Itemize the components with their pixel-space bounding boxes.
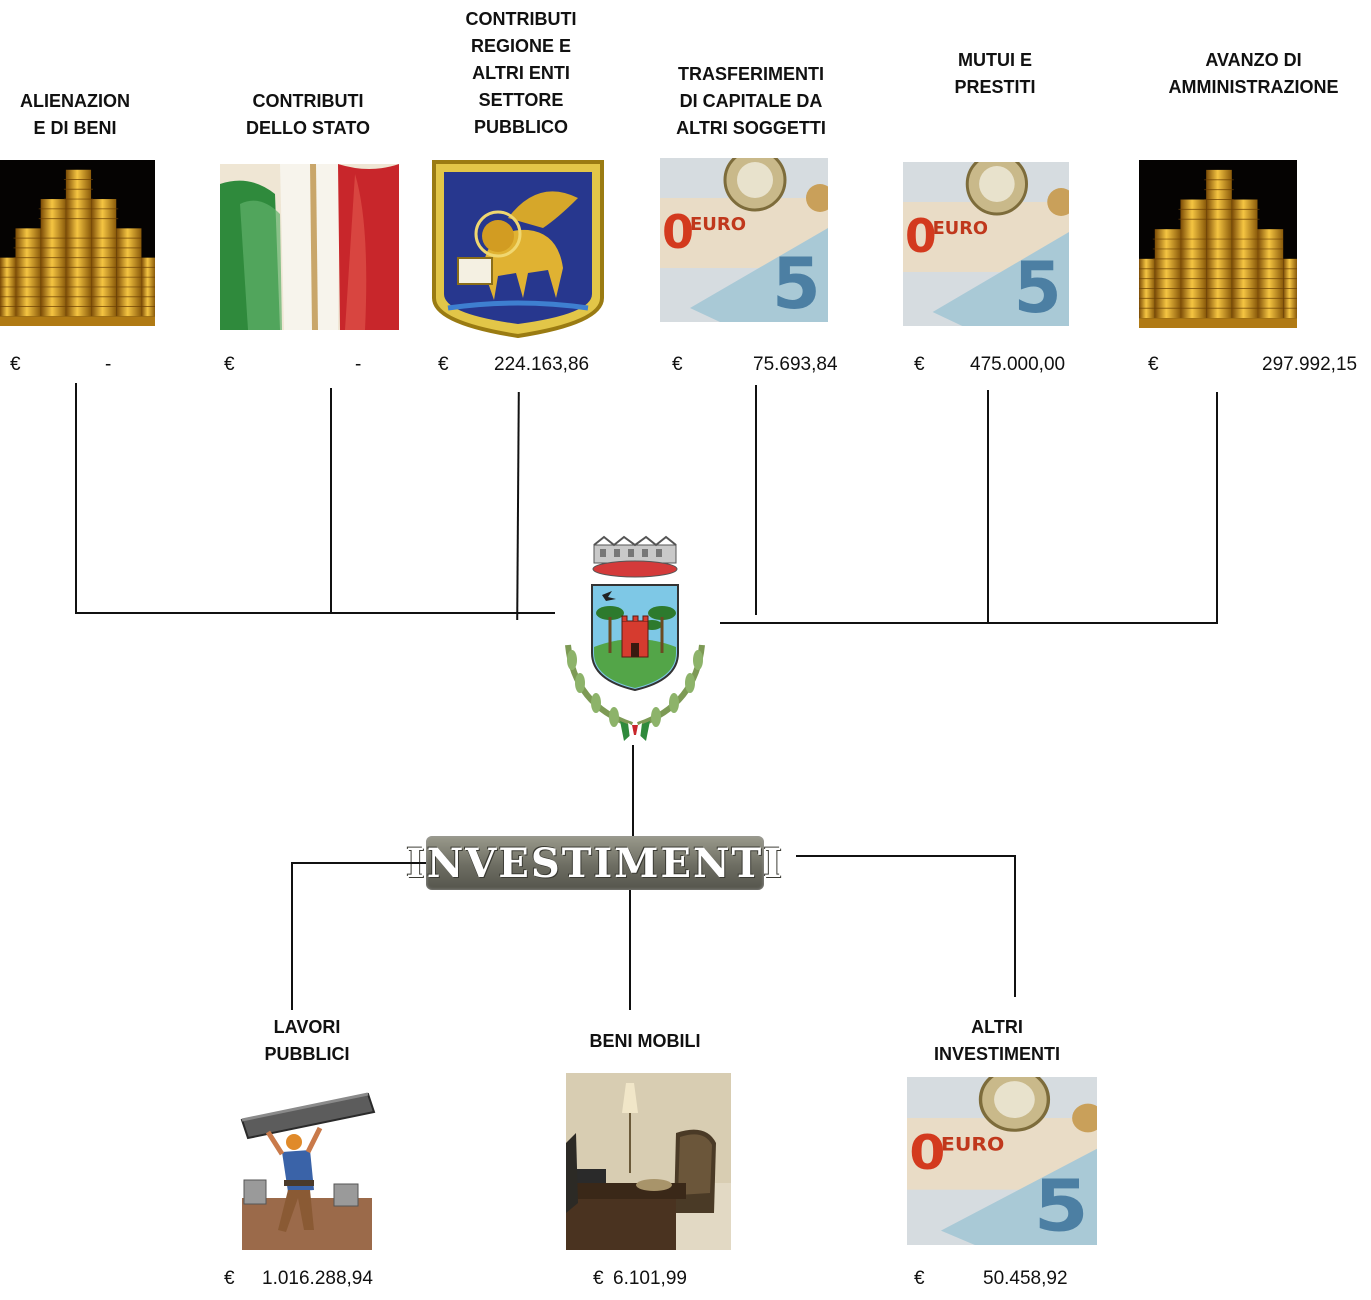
connector-line	[1216, 392, 1218, 623]
municipal-coat-of-arms	[554, 535, 716, 745]
euro-banknotes-image	[660, 158, 828, 322]
source-amount-stato: -	[355, 354, 362, 375]
use-title-lavori: LAVORI PUBBLICI	[264, 1017, 350, 1064]
source-amount-regione: 224.163,86	[494, 354, 590, 375]
investimenti-label: INVESTIMENTI	[406, 839, 784, 887]
use-currency-altri: €	[914, 1268, 925, 1289]
source-currency-alienazioni: €	[10, 354, 21, 375]
connector-line	[516, 391, 520, 621]
source-amount-mutui: 475.000,00	[970, 354, 1066, 375]
italian-flag-image	[220, 164, 399, 330]
source-title-avanzo: AVANZO DI AMMINISTRAZIONE	[1168, 50, 1339, 97]
source-title-alienazioni: ALIENAZION E DI BENI	[20, 91, 130, 138]
source-amount-alienazioni: -	[105, 354, 112, 375]
use-currency-beni: €	[593, 1268, 604, 1289]
source-currency-trasferimenti: €	[672, 354, 683, 375]
connector-line	[796, 855, 1016, 857]
connector-line	[330, 388, 332, 613]
source-amount-avanzo: 297.992,15	[1262, 354, 1358, 375]
use-amount-lavori: 1.016.288,94	[262, 1268, 373, 1289]
source-currency-avanzo: €	[1148, 354, 1159, 375]
connector-line	[629, 890, 631, 1010]
connector-line	[720, 622, 1218, 624]
connector-line	[755, 385, 757, 615]
connector-line	[75, 612, 555, 614]
source-currency-mutui: €	[914, 354, 925, 375]
gold-coins-image	[0, 160, 155, 326]
connector-line	[75, 383, 77, 614]
source-title-regione: CONTRIBUTI REGIONE E ALTRI ENTI SETTORE …	[465, 9, 577, 137]
veneto-lion-image	[428, 158, 608, 338]
gold-coins-image	[1139, 160, 1297, 328]
connector-line	[291, 862, 426, 864]
connector-line	[291, 862, 293, 1010]
use-amount-beni: 6.101,99	[613, 1268, 687, 1289]
connector-line	[987, 390, 989, 623]
investimenti-badge: INVESTIMENTI	[406, 836, 782, 890]
source-currency-regione: €	[438, 354, 449, 375]
use-title-altri: ALTRI INVESTIMENTI	[933, 1017, 1060, 1064]
office-furniture-image	[566, 1073, 731, 1250]
source-currency-stato: €	[224, 354, 235, 375]
use-title-beni: BENI MOBILI	[589, 1031, 701, 1051]
use-amount-altri: 50.458,92	[983, 1268, 1068, 1289]
source-amount-trasferimenti: 75.693,84	[753, 354, 838, 375]
construction-worker-image	[238, 1080, 376, 1250]
source-title-trasferimenti: TRASFERIMENTI DI CAPITALE DA ALTRI SOGGE…	[676, 64, 826, 138]
euro-banknotes-image	[903, 162, 1069, 326]
source-title-stato: CONTRIBUTI DELLO STATO	[246, 91, 370, 138]
source-title-mutui: MUTUI E PRESTITI	[954, 50, 1036, 97]
connector-line	[1014, 855, 1016, 997]
connector-line	[632, 745, 634, 840]
euro-banknotes-image	[907, 1077, 1097, 1245]
use-currency-lavori: €	[224, 1268, 235, 1289]
